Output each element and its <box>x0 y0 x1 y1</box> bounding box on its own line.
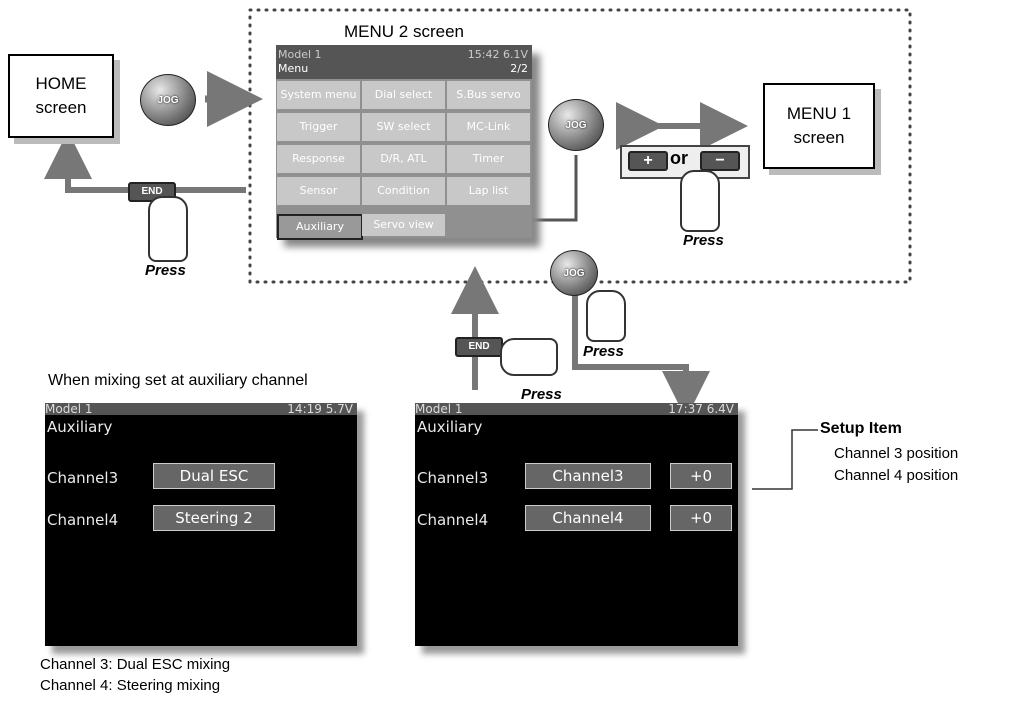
right-field-ch3[interactable]: Channel3 <box>525 463 651 489</box>
end-key-return[interactable]: END <box>455 337 503 357</box>
footnote-channel4: Channel 4: Steering mixing <box>40 677 221 694</box>
menu-item-timer[interactable]: Timer <box>447 145 530 173</box>
menu-item-sensor[interactable]: Sensor <box>277 177 360 205</box>
right-screen-title: Auxiliary <box>417 418 483 436</box>
setup-item-line1: Channel 3 position <box>834 445 959 462</box>
or-label: or <box>670 148 688 168</box>
hand-pointer-icon-keys <box>680 170 720 232</box>
menu2-header: Model 1 15:42 6.1V Menu 2/2 <box>276 45 532 79</box>
menu-item-dr-atl[interactable]: D/R, ATL <box>362 145 445 173</box>
setup-item-line2: Channel 4 position <box>834 467 959 484</box>
menu-item-trigger[interactable]: Trigger <box>277 113 360 141</box>
setup-bracket-line <box>752 429 818 490</box>
jog-press-icon[interactable]: JOG <box>550 250 598 296</box>
left-screen-status: 14:19 5.7V <box>287 402 353 416</box>
menu2-page: 2/2 <box>510 62 528 75</box>
left-auxiliary-screen: Model 1 14:19 5.7V Auxiliary Channel3 Du… <box>45 403 357 646</box>
left-field-ch4[interactable]: Steering 2 <box>153 505 275 531</box>
right-offset-ch4[interactable]: +0 <box>670 505 732 531</box>
left-row-label-ch4: Channel4 <box>47 511 119 529</box>
right-row-label-ch4: Channel4 <box>417 511 489 529</box>
menu2-screen-label: MENU 2 screen <box>344 22 464 41</box>
menu-item-dial-select[interactable]: Dial select <box>362 81 445 109</box>
menu2-model: Model 1 <box>278 48 322 61</box>
menu-item-response[interactable]: Response <box>277 145 360 173</box>
right-row-label-ch3: Channel3 <box>417 469 489 487</box>
right-screen-model: Model 1 <box>415 402 463 416</box>
jog-dial-icon[interactable]: JOG <box>140 74 196 126</box>
menu2-dotted-frame <box>248 8 912 284</box>
mixing-caption: When mixing set at auxiliary channel <box>48 372 308 389</box>
right-offset-ch3[interactable]: +0 <box>670 463 732 489</box>
menu2-title: Menu <box>278 62 309 75</box>
menu-item-servo-view[interactable]: Servo view <box>362 214 445 236</box>
setup-item-heading: Setup Item <box>820 420 902 437</box>
end-return-path <box>44 131 246 193</box>
hand-pointer-icon <box>586 290 626 342</box>
right-screen-status: 17:37 6.4V <box>668 402 734 416</box>
left-screen-model: Model 1 <box>45 402 93 416</box>
plus-key[interactable]: + <box>628 151 668 171</box>
footnote-channel3: Channel 3: Dual ESC mixing <box>40 656 231 673</box>
right-field-ch4[interactable]: Channel4 <box>525 505 651 531</box>
left-field-ch3[interactable]: Dual ESC <box>153 463 275 489</box>
menu1-screen-box: MENU 1 screen <box>763 83 875 169</box>
left-row-label-ch3: Channel3 <box>47 469 119 487</box>
menu-item-sbus-servo[interactable]: S.Bus servo <box>447 81 530 109</box>
menu-item-auxiliary[interactable]: Auxiliary <box>277 214 363 240</box>
menu-item-sw-select[interactable]: SW select <box>362 113 445 141</box>
menu2-screen: Model 1 15:42 6.1V Menu 2/2 System menu … <box>276 45 532 240</box>
press-label-end: Press <box>145 262 186 279</box>
right-auxiliary-screen: Model 1 17:37 6.4V Auxiliary Channel3 Ch… <box>415 403 738 646</box>
hand-pointer-icon-return <box>500 338 558 376</box>
press-label-keys: Press <box>683 232 724 249</box>
menu-item-system-menu[interactable]: System menu <box>277 81 360 109</box>
menu-item-condition[interactable]: Condition <box>362 177 445 205</box>
menu-item-lap-list[interactable]: Lap list <box>447 177 530 205</box>
press-label-return: Press <box>521 386 562 403</box>
minus-key[interactable]: − <box>700 151 740 171</box>
jog-down-arrow <box>572 290 710 419</box>
menu2-time: 15:42 6.1V <box>467 48 528 61</box>
press-label-jog: Press <box>583 343 624 360</box>
left-screen-title: Auxiliary <box>47 418 113 436</box>
jog-dial-icon-menu[interactable]: JOG <box>548 99 604 151</box>
hand-pointer-icon-end <box>148 196 188 262</box>
home-screen-box: HOME screen <box>8 54 114 138</box>
menu-item-mc-link[interactable]: MC-Link <box>447 113 530 141</box>
